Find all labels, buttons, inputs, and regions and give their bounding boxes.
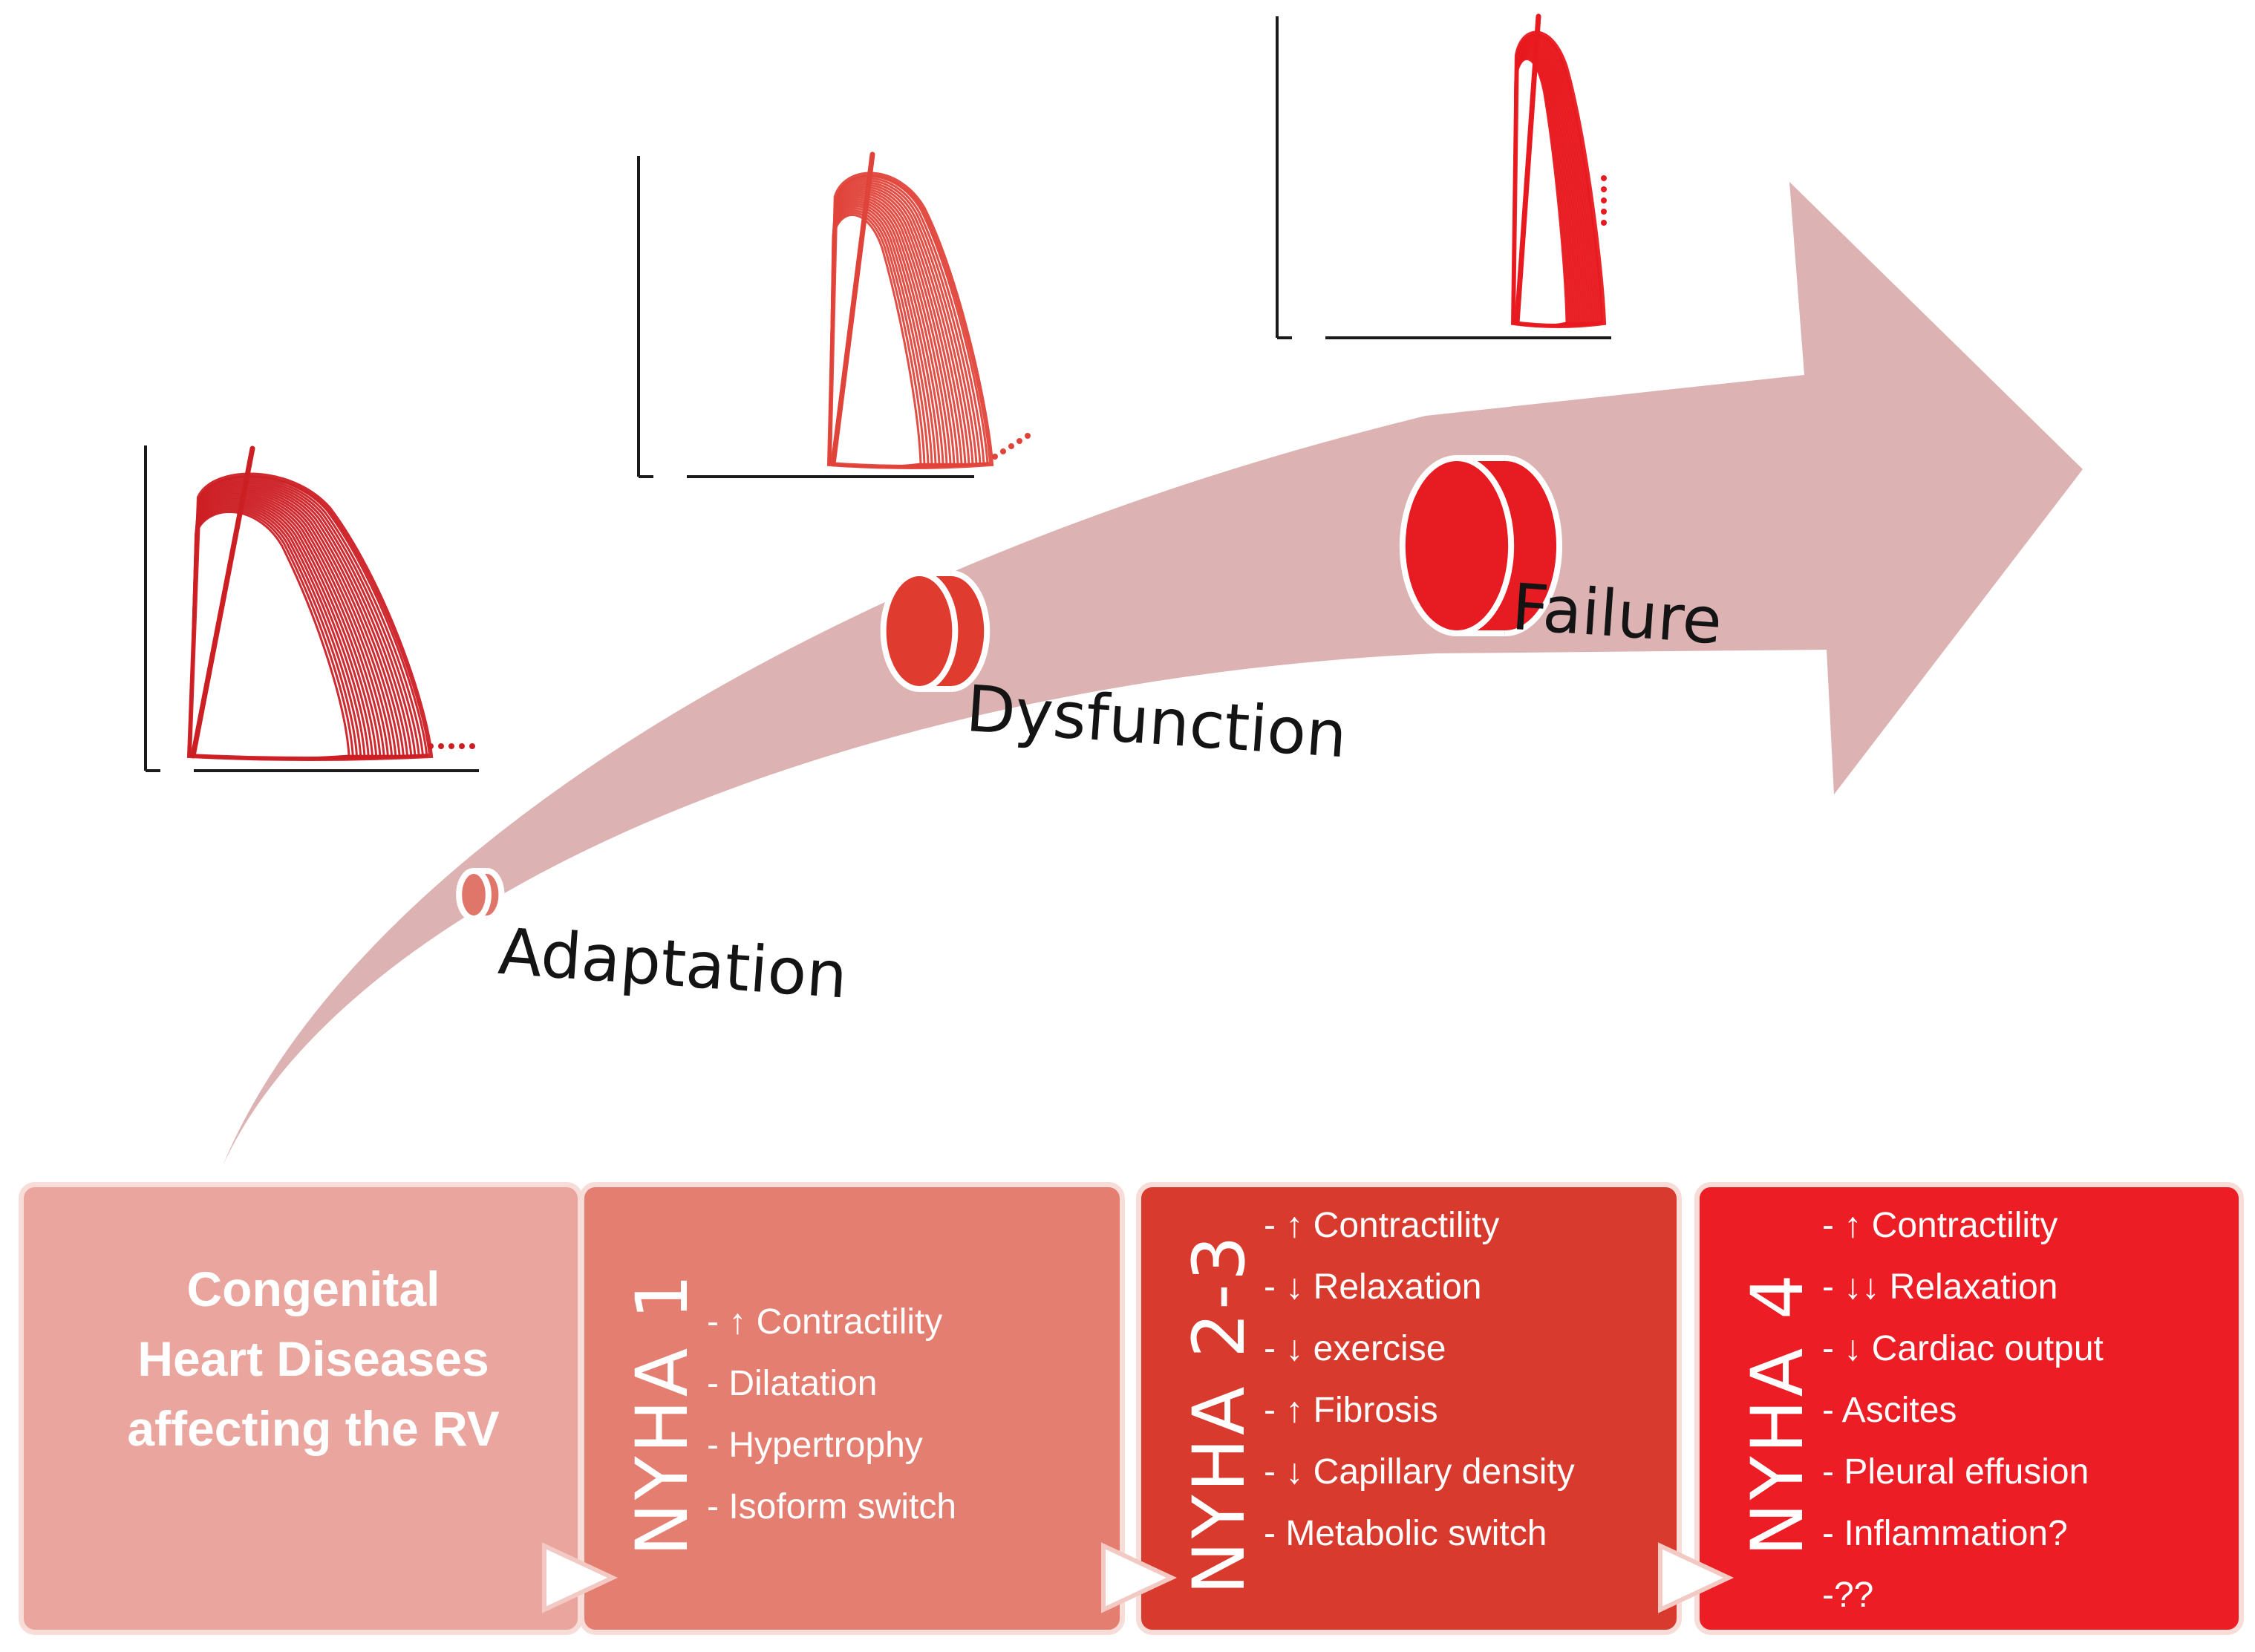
list-item: - Metabolic switch [1264, 1514, 1547, 1553]
list-item: - Pleural effusion [1822, 1452, 2089, 1492]
progression-triangle-1 [542, 1542, 619, 1613]
list-item: - ↓ exercise [1264, 1329, 1446, 1368]
dotted-tail-dot [1016, 438, 1022, 444]
list-item: - ↑ Contractility [707, 1302, 943, 1342]
list-item: - Inflammation? [1822, 1514, 2068, 1553]
list-item: - ↓ Cardiac output [1822, 1329, 2104, 1368]
panel-congenital-heart-disease: Congenital Heart Diseases affecting the … [19, 1182, 583, 1635]
panel-origin-line-3: affecting the RV [127, 1401, 500, 1456]
list-item: - ↓↓ Relaxation [1822, 1267, 2058, 1307]
esp-line [1514, 13, 1541, 326]
list-item: - Dilatation [707, 1364, 878, 1403]
list-item: - Hypertrophy [707, 1426, 923, 1465]
dotted-tail-dot [1000, 448, 1006, 454]
pv-loop [826, 172, 994, 469]
panel-nyha-4: NYHA 4 - ↑ Contractility - ↓↓ Relaxation… [1694, 1182, 2244, 1635]
dotted-tail-dot [469, 743, 475, 749]
dotted-tail-dot [1601, 220, 1607, 226]
progression-triangle-2 [1101, 1542, 1178, 1613]
pv-loop [186, 472, 434, 761]
pv-loops-dysfunction [637, 151, 1031, 478]
dotted-tail-dot [1008, 443, 1014, 449]
cylinder-front [456, 868, 492, 921]
pv-loop [188, 511, 350, 760]
pv-loops-adaptation [144, 445, 479, 772]
rv-icon-dysfunction [880, 570, 991, 692]
panel-nyha-2-3-title: NYHA 2-3 [1178, 1233, 1261, 1595]
esp-line [830, 151, 875, 467]
panel-origin-line-1: Congenital [186, 1261, 440, 1316]
pv-loops-failure [1276, 13, 1611, 339]
dotted-tail-dot [1601, 209, 1607, 215]
list-item: - Isoform switch [707, 1487, 957, 1527]
panel-origin-text: Congenital Heart Diseases affecting the … [53, 1254, 573, 1463]
dotted-tail-dot [448, 743, 454, 749]
dotted-tail-dot [1601, 175, 1607, 181]
list-item: - ↑ Fibrosis [1264, 1391, 1438, 1430]
rv-icon-failure [1399, 455, 1563, 636]
panel-nyha-1-title: NYHA 1 [621, 1271, 704, 1556]
progression-triangle-3 [1658, 1542, 1735, 1613]
dotted-tail-dot [992, 454, 998, 460]
dotted-tail-dot [459, 743, 465, 749]
panel-nyha-2-3: NYHA 2-3 - ↑ Contractility - ↓ Relaxatio… [1136, 1182, 1682, 1635]
list-item: - Ascites [1822, 1391, 1957, 1430]
esp-line [190, 445, 255, 759]
panel-nyha-1: NYHA 1 - ↑ Contractility - Dilatation - … [579, 1182, 1125, 1635]
list-item: - ↑ Contractility [1264, 1206, 1500, 1245]
panel-nyha-2-3-list: - ↑ Contractility - ↓ Relaxation - ↓ exe… [1264, 1187, 1669, 1630]
panel-nyha-1-list: - ↑ Contractility - Dilatation - Hypertr… [707, 1232, 1112, 1603]
panel-nyha-4-list: - ↑ Contractility - ↓↓ Relaxation - ↓ Ca… [1822, 1187, 2231, 1630]
dotted-tail-dot [1025, 433, 1031, 439]
progression-arrow [223, 182, 2083, 1166]
list-item: - ↓ Relaxation [1264, 1267, 1482, 1307]
panel-origin-line-2: Heart Diseases [137, 1331, 489, 1386]
dotted-tail-dot [428, 743, 434, 749]
rv-icon-adaptation [456, 868, 505, 921]
stage-label-failure: Failure [1510, 570, 1725, 659]
dotted-tail-dot [1601, 197, 1607, 203]
list-item: - ↓ Capillary density [1264, 1452, 1575, 1492]
panel-nyha-4-title: NYHA 4 [1736, 1271, 1819, 1556]
list-item: -?? [1822, 1576, 1874, 1615]
cylinder-front [880, 570, 959, 692]
list-item: - ↑ Contractility [1822, 1206, 2058, 1245]
cylinder-front [1399, 455, 1515, 636]
dotted-tail-dot [438, 743, 444, 749]
dotted-tail-dot [1601, 186, 1607, 192]
